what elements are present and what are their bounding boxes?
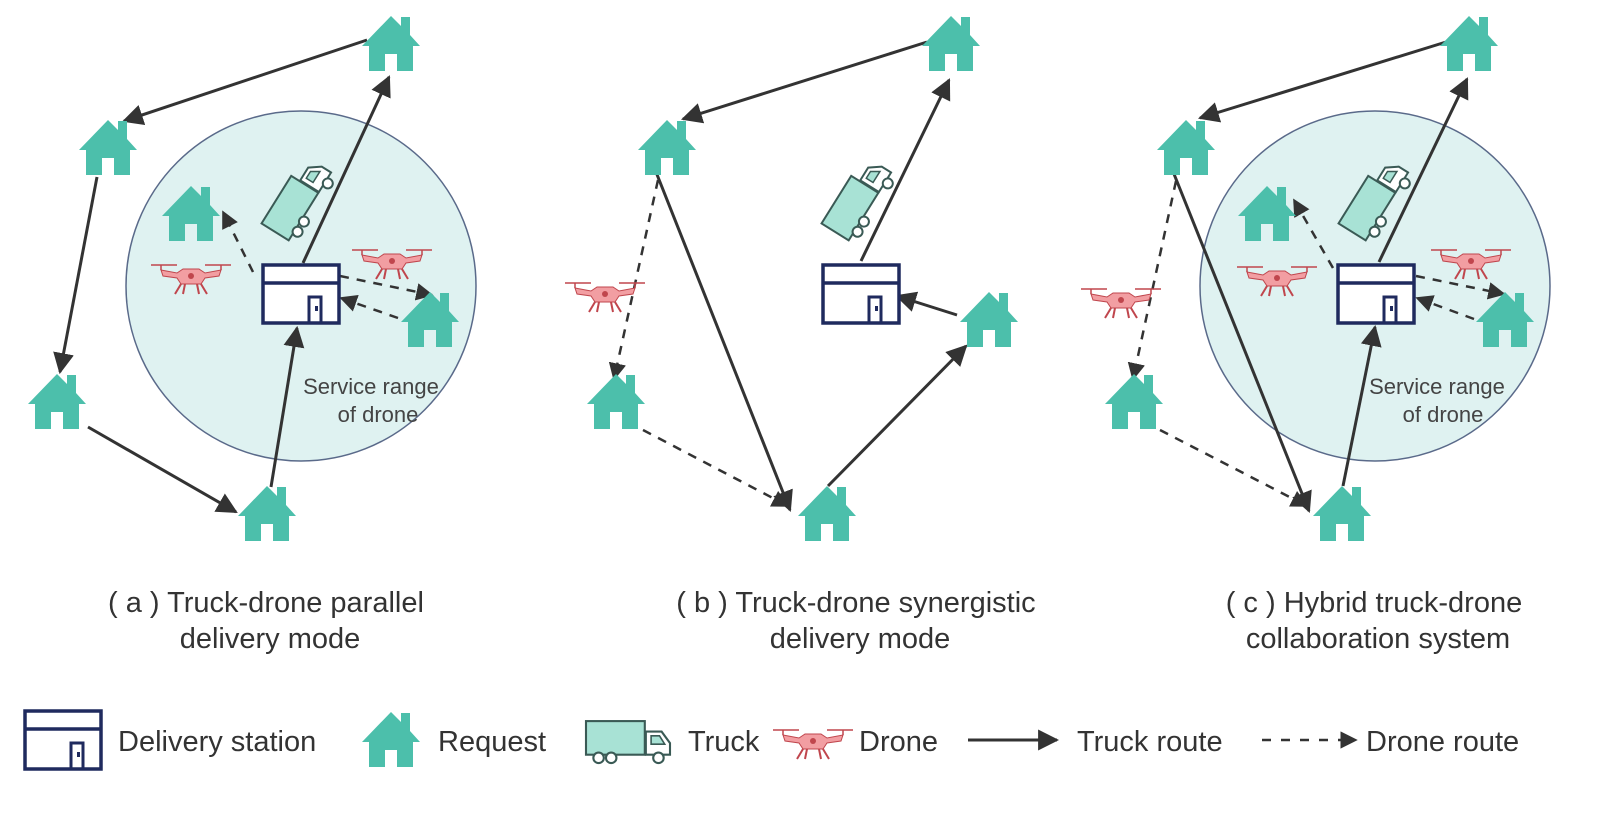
request-house-icon (238, 486, 296, 541)
svg-text:Service range of drone: Service range of drone (303, 374, 445, 427)
panel-c: Service range of drone ( c ) Hybrid truc… (1080, 16, 1551, 655)
legend-truck-label: Truck (688, 726, 760, 758)
request-house-icon (1440, 16, 1498, 71)
truck-routes-c (1172, 40, 1469, 513)
legend-truck-icon (584, 720, 672, 765)
caption-c-line2: collaboration system (1246, 623, 1510, 655)
legend: Delivery station Request Truck Drone Tru… (23, 709, 1519, 771)
range-label-line2: of drone (1403, 402, 1484, 427)
caption-b-line2: delivery mode (770, 623, 951, 655)
svg-text:( c ) Hybrid truck-drone: ( c ) Hybrid truck-drone collaboration s… (1226, 587, 1531, 655)
svg-text:Service range of drone: Service range of drone (1369, 374, 1511, 427)
truck-routes-b (654, 40, 968, 512)
range-label-line1: Service range (1369, 374, 1505, 399)
legend-drone-route-label: Drone route (1366, 726, 1519, 758)
request-house-icon (1105, 374, 1163, 429)
caption-c-line1: ( c ) Hybrid truck-drone (1226, 587, 1523, 619)
request-house-icon (960, 292, 1018, 347)
drone-routes-a (221, 210, 434, 320)
truck-routes-a (53, 38, 391, 514)
request-house-icon (1157, 120, 1215, 175)
drone-routes-c (1127, 180, 1506, 508)
legend-truck-route-label: Truck route (1077, 726, 1223, 758)
request-house-icon (362, 16, 420, 71)
request-house-icon (79, 120, 137, 175)
caption-b-line1: ( b ) Truck-drone synergistic (676, 587, 1035, 619)
caption-a-line2: delivery mode (180, 623, 361, 655)
range-label-line1: Service range (303, 374, 439, 399)
legend-station-label: Delivery station (118, 726, 316, 758)
legend-drone-icon (772, 729, 854, 760)
request-house-icon (638, 120, 696, 175)
legend-station-icon (23, 709, 103, 771)
legend-house-icon (362, 712, 420, 767)
range-label-line2: of drone (338, 402, 419, 427)
svg-text:( a ) Truck-drone parallel: ( a ) Truck-drone parallel delivery mode (108, 587, 432, 655)
delivery-station-icon (1336, 263, 1416, 325)
panel-a: Service range of drone ( a ) Truck-drone… (28, 16, 477, 655)
panel-b: ( b ) Truck-drone synergistic delivery m… (564, 16, 1043, 655)
request-house-icon (587, 374, 645, 429)
request-house-icon (28, 374, 86, 429)
delivery-station-icon (261, 263, 341, 325)
request-house-icon (922, 16, 980, 71)
delivery-station-icon (821, 263, 901, 325)
drone-routes-b (608, 179, 790, 508)
caption-a-line1: ( a ) Truck-drone parallel (108, 587, 424, 619)
legend-drone-label: Drone (859, 726, 938, 758)
truck-icon (820, 154, 899, 246)
legend-request-label: Request (438, 726, 546, 758)
request-house-icon (798, 486, 856, 541)
request-house-icon (1313, 486, 1371, 541)
svg-text:( b ) Truck-drone synergistic: ( b ) Truck-drone synergistic delivery m… (676, 587, 1043, 655)
